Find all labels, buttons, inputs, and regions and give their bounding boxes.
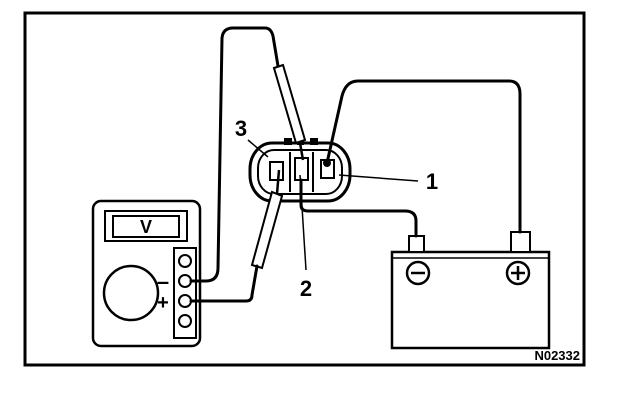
callout-3-label: 3 bbox=[235, 116, 247, 141]
callout-3-leader bbox=[247, 139, 269, 158]
probe-upper bbox=[272, 63, 307, 161]
connector-tab-right bbox=[310, 138, 318, 145]
battery-post-negative bbox=[408, 235, 425, 253]
connector-pin-2 bbox=[294, 157, 309, 181]
probe-lower-body bbox=[250, 190, 284, 270]
probe-upper-tip bbox=[298, 142, 305, 161]
figure-code: N02332 bbox=[534, 348, 580, 363]
wire-meter-positive-to-lower-probe bbox=[189, 264, 259, 303]
voltmeter-display bbox=[112, 215, 180, 238]
wire-meter-negative-to-upper-probe bbox=[189, 26, 280, 283]
probe-lower bbox=[250, 169, 284, 270]
voltmeter: V – + bbox=[91, 199, 202, 348]
battery bbox=[390, 231, 551, 350]
voltmeter-jack-4 bbox=[178, 314, 192, 328]
connector-pin-3 bbox=[269, 161, 284, 181]
probe-lower-tip bbox=[275, 169, 281, 195]
callout-2-label: 2 bbox=[300, 276, 312, 301]
callout-1-leader bbox=[338, 174, 419, 182]
voltmeter-jack-1 bbox=[178, 254, 192, 268]
wire-pin1-to-battery-positive bbox=[325, 79, 522, 234]
voltmeter-jack-positive bbox=[178, 294, 192, 308]
battery-post-positive bbox=[510, 231, 531, 253]
voltmeter-display-label: V bbox=[140, 217, 152, 237]
voltmeter-dial bbox=[102, 264, 160, 322]
negative-terminal-label: – bbox=[157, 269, 169, 294]
connector-tab-left bbox=[284, 138, 292, 145]
voltmeter-jack-negative bbox=[178, 274, 192, 288]
probe-upper-body bbox=[272, 63, 307, 145]
callout-1-label: 1 bbox=[426, 169, 438, 194]
voltmeter-terminal-strip bbox=[173, 247, 197, 339]
positive-terminal-label: + bbox=[157, 292, 169, 314]
callout-2-leader bbox=[299, 174, 307, 271]
